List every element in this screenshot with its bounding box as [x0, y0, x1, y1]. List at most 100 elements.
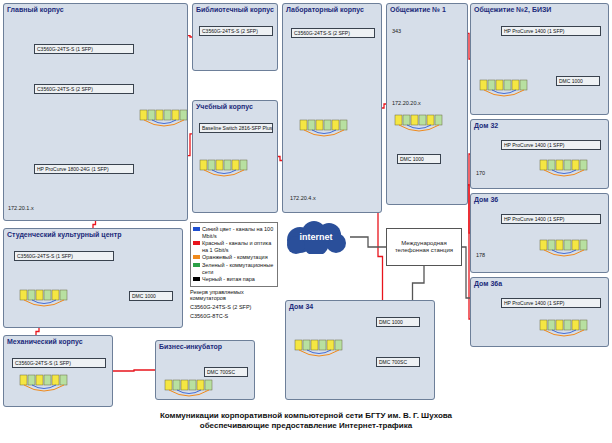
device-label: C3560G-24TS-S (1 SFP): [15, 360, 103, 366]
annotation-label: 170: [476, 170, 485, 176]
network-link: [462, 247, 470, 298]
patch-panel: [20, 290, 67, 306]
device-label: HP ProCurve 1400 (1 SFP): [504, 142, 598, 148]
legend-row: Зеленый - коммутационные сети: [193, 262, 275, 275]
panel-ground: [470, 277, 609, 347]
legend-swatch: [193, 241, 200, 245]
panel-ground: [470, 119, 609, 189]
legend-column: Синий цвет - каналы на 100 Mbit/sКрасный…: [190, 222, 278, 319]
legend: Синий цвет - каналы на 100 Mbit/sКрасный…: [190, 222, 278, 287]
device-label: C3560G-24TS-S (2 SFP): [202, 28, 270, 34]
building-panel: Бизнес-инкубаторDMC 700SC: [155, 340, 255, 400]
device-label: Baseline Switch 2816-SFP Plus: [202, 125, 270, 131]
building-panel: Дом 32 HP ProCurve 1400 (1 SFP): [470, 119, 609, 189]
patch-panel: [20, 375, 67, 391]
legend-swatch: [193, 263, 200, 267]
panel-title: Механический корпус: [7, 338, 109, 346]
network-link: [36, 328, 39, 335]
device-label: C3560G-24TS-S (1 SFP): [37, 46, 131, 52]
patch-panel: [540, 160, 587, 176]
switch-box: DMC 700SC: [376, 357, 420, 367]
annotation-label: C3560G-24TS-S (2 SFP): [190, 304, 278, 311]
device-label: DMC 1000: [400, 156, 438, 162]
panel-title: Бизнес-инкубатор: [159, 343, 251, 351]
building-panel: Общежитие №2, БИЗИ HP ProCurve 1400 (1 SF…: [470, 3, 609, 115]
legend-text: Черный - витая пара: [202, 276, 255, 283]
network-link: [413, 266, 425, 300]
switch-box: HP ProCurve 1400 (1 SFP): [501, 298, 601, 308]
network-link: [93, 221, 96, 228]
device-label: C3560G-24TS-S (2 SFP): [37, 86, 131, 92]
panel-title: Дом 36а: [474, 280, 605, 288]
patch-panel: [300, 120, 347, 136]
patch-panel: [480, 80, 527, 96]
annotation-label: 172.20.4.x: [290, 195, 316, 201]
device-label: HP ProCurve 1400 (1 SFP): [504, 28, 598, 34]
device-label: HP ProCurve 1400 (1 SFP): [504, 216, 598, 222]
device-label: DMC 700SC: [379, 359, 417, 365]
internet-cloud: internet: [282, 220, 350, 254]
panel-title: Дом 36: [474, 196, 605, 204]
annotation-label: 343: [392, 28, 401, 34]
building-panel: Учебный корпусBaseline Switch 2816-SFP P…: [192, 100, 278, 213]
patch-panel: [200, 160, 247, 176]
legend-text: Зеленый - коммутационные сети: [202, 262, 275, 275]
device-label: DMC 1000: [132, 293, 170, 299]
switch-box: C3560G-24TS-S (1 SFP): [34, 44, 134, 54]
panel-title: Дом 32: [474, 122, 605, 130]
network-link: [378, 213, 383, 300]
building-panel: Дом 34DMC 1000DMC 700SC: [285, 300, 435, 400]
building-panel: Дом 36 HP ProCurve 1400 (1 SFP): [470, 193, 609, 273]
legend-row: Черный - витая пара: [193, 276, 275, 283]
device-label: DMC 1000: [379, 319, 417, 325]
building-panel: Библиотечный корпусC3560G-24TS-S (2 SFP): [192, 3, 278, 71]
switch-box: C3560G-24TS-S (2 SFP): [199, 26, 273, 36]
panel-ground: [3, 3, 188, 221]
patch-panel: [165, 380, 212, 396]
building-panel: Дом 36а HP ProCurve 1400 (1 SFP): [470, 277, 609, 347]
annotation-label: Резерв управляемых коммутаторов: [190, 289, 278, 302]
switch-box: DMC 1000: [129, 291, 173, 301]
annotation-label: 178: [476, 252, 485, 258]
panel-ground: [282, 3, 382, 213]
panel-ground: [155, 340, 255, 400]
switch-box: HP ProCurve 1800-24G (1 SFP): [34, 164, 134, 174]
switch-box: HP ProCurve 1400 (1 SFP): [501, 214, 601, 224]
legend-swatch: [193, 227, 200, 231]
switch-box: DMC 1000: [556, 76, 600, 86]
legend-row: Оранжевый - коммутация: [193, 254, 275, 261]
legend-swatch: [193, 277, 200, 281]
cloud-label: internet: [299, 232, 332, 242]
switch-box: C3560G-24TS-S (1 SFP): [14, 251, 114, 261]
device-label: DMC 700SC: [207, 369, 245, 375]
patch-panel: [295, 340, 342, 356]
switch-box: Baseline Switch 2816-SFP Plus: [199, 123, 273, 133]
annotation-label: 172.20.20.x: [392, 100, 421, 106]
network-link: [350, 237, 386, 247]
panel-title: Библиотечный корпус: [196, 6, 274, 14]
legend-text: Оранжевый - коммутация: [202, 254, 268, 261]
building-panel: Механический корпусC3560G-24TS-S (1 SFP): [3, 335, 113, 407]
legend-text: Синий цвет - каналы на 100 Mbit/s: [202, 226, 275, 239]
switch-box: HP ProCurve 1400 (1 SFP): [501, 140, 601, 150]
device-label: DMC 1000: [559, 78, 597, 84]
device-label: C3560G-24TS-S (2 SFP): [294, 30, 372, 36]
panel-ground: [3, 335, 113, 407]
panel-ground: [386, 3, 468, 205]
device-label: HP ProCurve 1800-24G (1 SFP): [37, 166, 131, 172]
patch-panel: [540, 320, 587, 336]
panel-ground: [470, 193, 609, 273]
station-label: Международная телефонная станция: [389, 240, 459, 254]
device-label: HP ProCurve 1400 (1 SFP): [504, 300, 598, 306]
caption: Коммуникации корпоративной компьютерной …: [141, 411, 471, 431]
panel-ground: [3, 228, 183, 328]
legend-swatch: [193, 255, 200, 259]
legend-row: Красный - каналы и оптика на 1 Gbit/s: [193, 240, 275, 253]
switch-box: DMC 1000: [397, 154, 441, 164]
legend-row: Синий цвет - каналы на 100 Mbit/s: [193, 226, 275, 239]
switch-box: C3560G-24TS-S (2 SFP): [34, 84, 134, 94]
switch-box: DMC 1000: [376, 317, 420, 327]
panel-title: Общежитие №2, БИЗИ: [474, 6, 605, 14]
